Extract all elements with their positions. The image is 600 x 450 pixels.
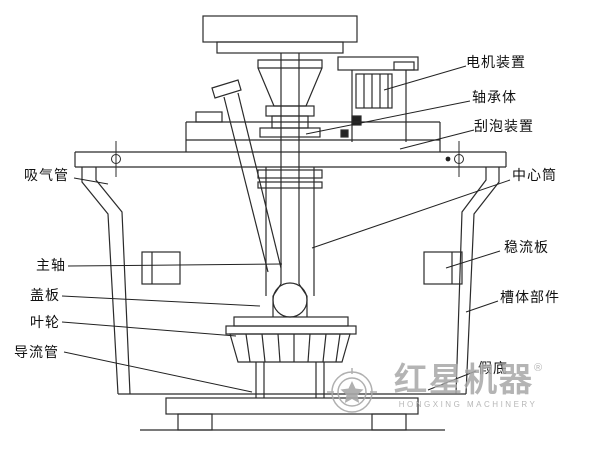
scraper-band bbox=[185, 111, 441, 152]
cover-plate-shape bbox=[225, 316, 357, 335]
tank-rim bbox=[74, 151, 507, 168]
label-cover-plate: 盖板 bbox=[30, 287, 60, 303]
label-stabilizer: 稳流板 bbox=[504, 239, 549, 255]
label-bearing: 轴承体 bbox=[472, 89, 517, 105]
label-impeller: 叶轮 bbox=[30, 314, 60, 330]
shaft-lines bbox=[280, 53, 300, 284]
motor-assembly bbox=[337, 56, 419, 142]
bearing-housing bbox=[257, 59, 323, 138]
watermark-star-logo bbox=[327, 368, 377, 413]
stabilizer-plates bbox=[141, 251, 463, 285]
tank-walls bbox=[81, 167, 500, 395]
centerline-marks bbox=[111, 141, 464, 177]
label-main-shaft: 主轴 bbox=[36, 257, 66, 273]
impeller-shape bbox=[229, 333, 351, 363]
center-tube bbox=[257, 167, 323, 296]
label-false-bottom: 假底 bbox=[478, 360, 508, 376]
leader-lines bbox=[61, 65, 511, 393]
label-motor: 电机装置 bbox=[466, 54, 526, 70]
guide-tube-shape bbox=[255, 362, 325, 398]
label-guide-tube: 导流管 bbox=[14, 344, 59, 360]
suction-pipe-shape bbox=[211, 79, 282, 273]
shaft-bearing-circle bbox=[272, 282, 308, 318]
label-suction-pipe: 吸气管 bbox=[24, 167, 69, 183]
machine-structure bbox=[74, 15, 507, 431]
label-center-tube: 中心筒 bbox=[512, 167, 557, 183]
top-beam bbox=[202, 15, 358, 54]
label-scraper: 刮泡装置 bbox=[474, 118, 534, 134]
base-structure bbox=[140, 397, 445, 431]
label-tank-body: 槽体部件 bbox=[500, 289, 560, 305]
